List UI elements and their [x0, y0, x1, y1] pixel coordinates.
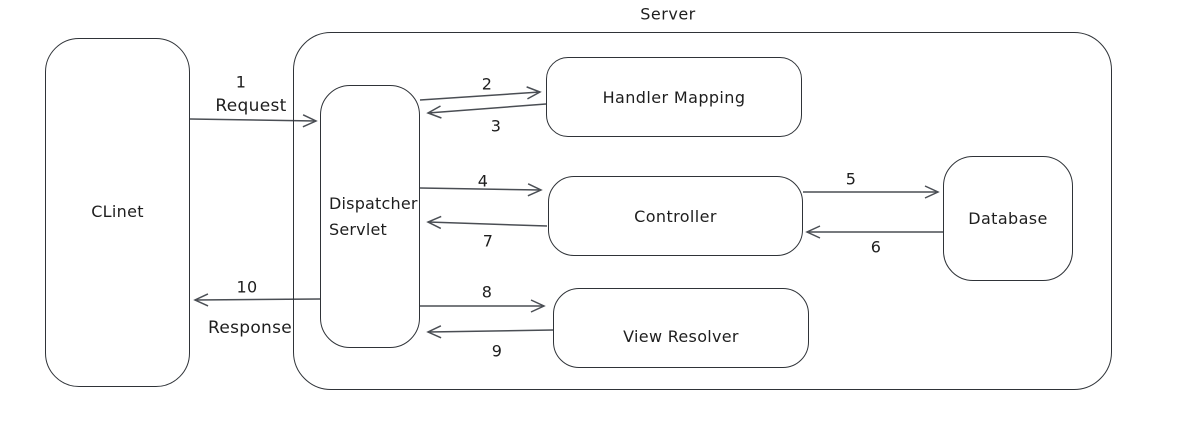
arrow-1-label: Request	[215, 96, 287, 116]
server-box	[293, 32, 1112, 390]
database-label: Database	[968, 209, 1048, 228]
arrow-9-line	[426, 325, 554, 339]
controller-label: Controller	[634, 206, 717, 226]
arrow-1-number: 1	[235, 72, 247, 92]
arrow-8-number: 8	[481, 282, 493, 302]
arrow-2-line	[419, 86, 542, 101]
dispatcher-servlet-label: Dispatcher Servlet	[329, 193, 418, 239]
arrow-10-number: 10	[236, 277, 258, 297]
handler-mapping-label: Handler Mapping	[602, 87, 746, 107]
arrow-7-number: 7	[482, 231, 494, 251]
arrow-5-number: 5	[845, 169, 857, 189]
arrow-3-line	[426, 103, 547, 119]
client-node: CLinet	[45, 38, 190, 387]
dispatcher-servlet-node: Dispatcher Servlet	[320, 85, 420, 348]
arrow-3-number: 3	[490, 116, 502, 136]
arrow-10-label: Response	[207, 318, 293, 338]
arrow-6-number: 6	[870, 237, 882, 257]
handler-mapping-node: Handler Mapping	[546, 57, 802, 137]
arrow-10-response-line	[193, 293, 321, 307]
server-label: Server	[640, 4, 696, 24]
client-label: CLinet	[91, 202, 144, 221]
arrow-7-line	[426, 215, 548, 230]
arrow-4-line	[419, 183, 543, 197]
view-resolver-label: View Resolver	[623, 327, 739, 346]
arrow-9-number: 9	[491, 341, 503, 361]
database-node: Database	[943, 156, 1073, 281]
arrow-4-number: 4	[477, 171, 489, 191]
arrow-2-number: 2	[481, 74, 493, 94]
arrow-1-request-line	[189, 114, 318, 128]
controller-node: Controller	[548, 176, 803, 256]
view-resolver-node: View Resolver	[553, 288, 809, 368]
